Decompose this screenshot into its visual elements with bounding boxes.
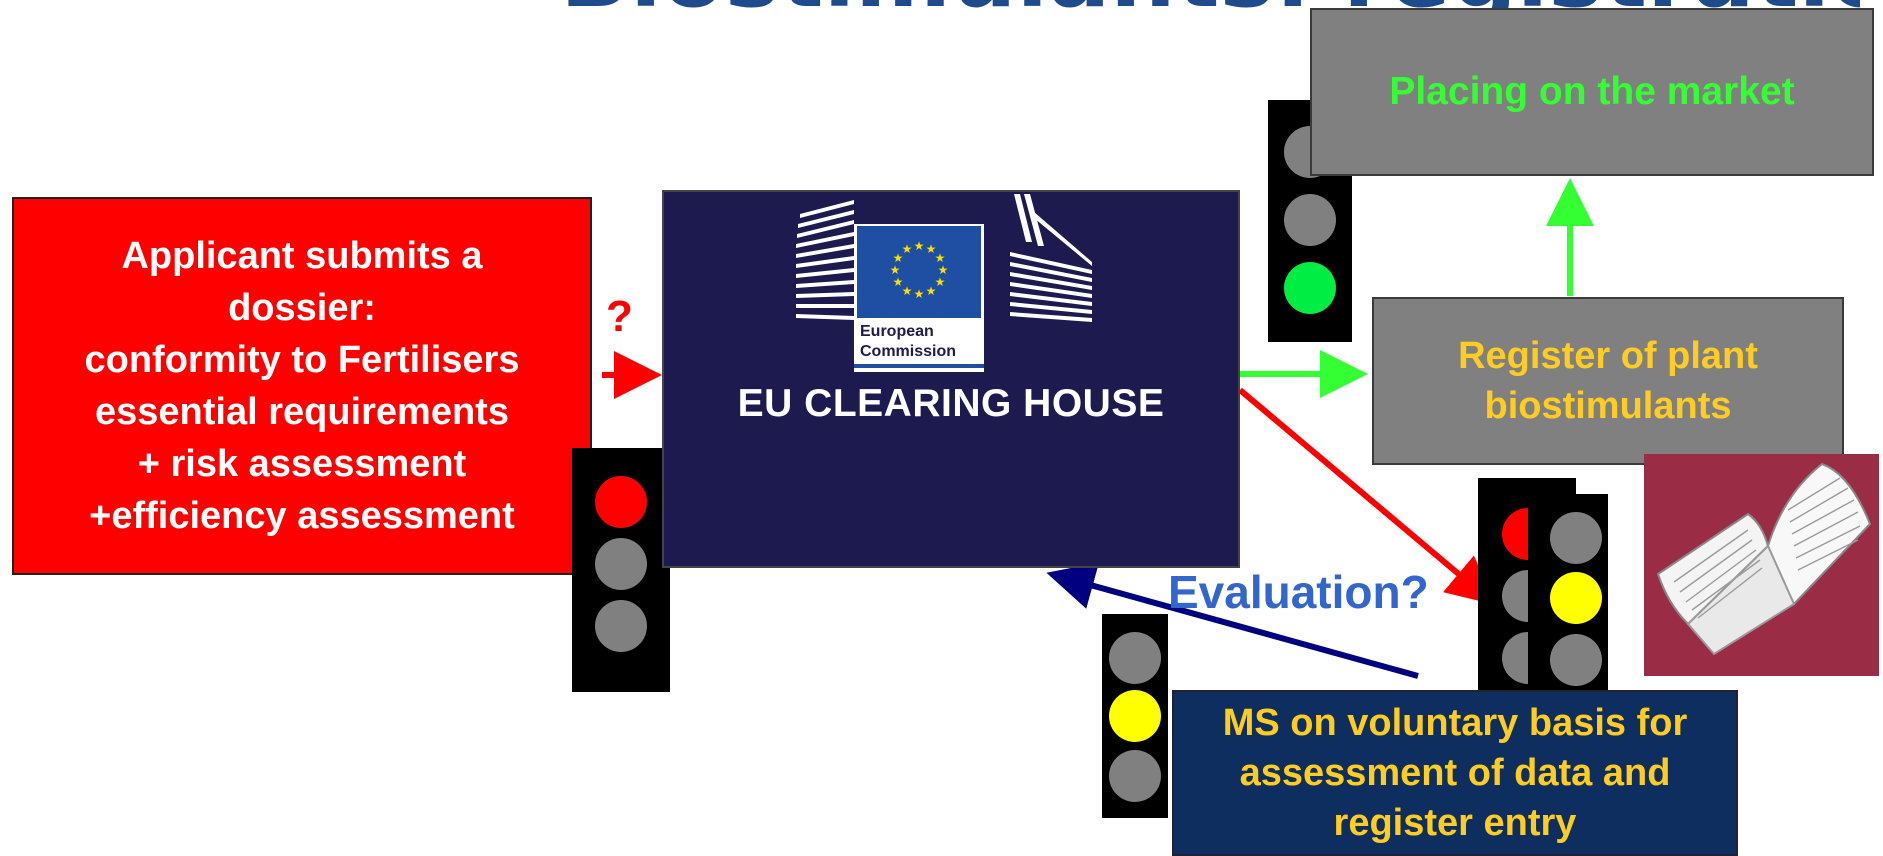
grey-lamp [1109, 632, 1161, 684]
green-lamp [1284, 262, 1336, 314]
svg-text:★: ★ [914, 239, 925, 253]
grey-lamp [1502, 632, 1528, 684]
evaluation-light-front [1546, 494, 1608, 722]
arrow-clearing-to-evaluation [1238, 387, 1496, 605]
grey-lamp [1550, 512, 1602, 564]
ms-light [1102, 614, 1168, 818]
european-commission-logo: ★ ★ ★ ★ ★ ★ ★ ★ ★ ★ ★ ★ European Commiss… [796, 194, 1092, 372]
svg-text:★: ★ [890, 263, 901, 277]
open-book-icon [1644, 454, 1879, 676]
register-of-biostimulants-box: Register of plant biostimulants [1372, 297, 1844, 465]
grey-lamp [1502, 570, 1528, 622]
member-state-assessment-box: MS on voluntary basis for assessment of … [1172, 690, 1738, 856]
applicant-dossier-box: Applicant submits a dossier: conformity … [12, 197, 592, 575]
question-mark: ? [606, 292, 633, 341]
svg-text:★: ★ [935, 251, 946, 265]
grey-lamp [1550, 634, 1602, 686]
logo-text-commission: Commission [860, 343, 956, 360]
svg-text:★: ★ [914, 287, 925, 301]
svg-text:★: ★ [926, 284, 937, 298]
svg-text:★: ★ [935, 275, 946, 289]
evaluation-label: Evaluation? [1168, 566, 1429, 618]
logo-text-european: European [860, 323, 934, 340]
applicant-light [572, 448, 670, 692]
eu-clearing-house-box: ★ ★ ★ ★ ★ ★ ★ ★ ★ ★ ★ ★ European Commiss… [662, 190, 1240, 568]
red-lamp [1502, 508, 1528, 560]
svg-text:★: ★ [893, 251, 904, 265]
svg-text:★: ★ [938, 263, 949, 277]
yellow-lamp [1550, 572, 1602, 624]
grey-lamp [595, 600, 647, 652]
market-light [1268, 100, 1352, 342]
grey-lamp [595, 538, 647, 590]
svg-text:★: ★ [893, 275, 904, 289]
yellow-lamp [1109, 690, 1161, 742]
svg-text:★: ★ [926, 242, 937, 256]
arrow-ms-to-clearing [1046, 562, 1419, 679]
red-lamp [595, 476, 647, 528]
clearing-house-label: EU CLEARING HOUSE [737, 382, 1165, 425]
svg-text:★: ★ [902, 242, 913, 256]
svg-text:★: ★ [902, 284, 913, 298]
grey-lamp [1284, 194, 1336, 246]
grey-lamp [1109, 750, 1161, 802]
placing-on-market-box: Placing on the market [1310, 8, 1874, 176]
